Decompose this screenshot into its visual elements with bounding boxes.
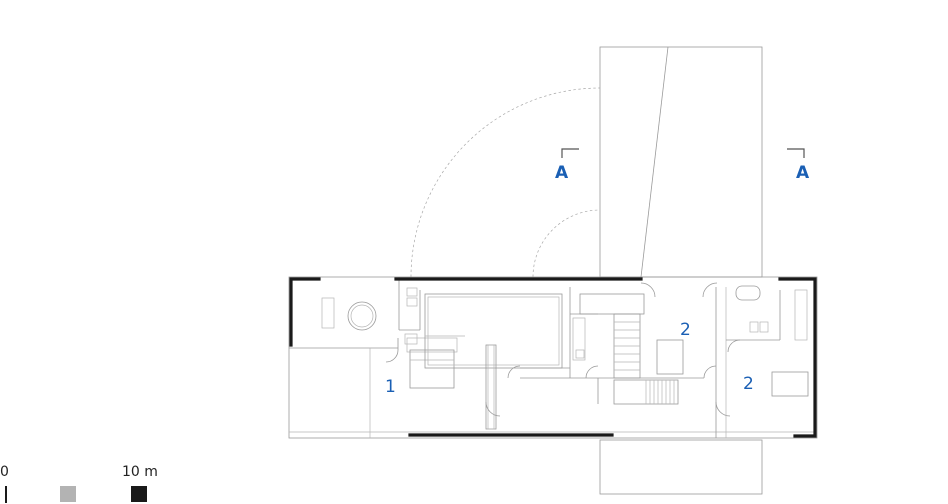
- scale-bar: 0 10 m: [0, 464, 158, 503]
- section-marker-right-label: A: [796, 163, 810, 183]
- scale-tick-start: [5, 486, 7, 503]
- section-marker-left: A: [555, 148, 579, 183]
- room-label-1: 1: [385, 377, 396, 397]
- section-marker-right: A: [787, 148, 810, 183]
- scale-end-label: 10 m: [122, 464, 158, 480]
- scale-start-label: 0: [0, 464, 9, 480]
- section-marker-left-label: A: [555, 163, 569, 183]
- room-label-2-right: 2: [743, 374, 754, 394]
- interior-walls: [321, 277, 809, 438]
- stair-treads: [614, 321, 640, 371]
- stair-treads-lower: [645, 380, 675, 404]
- dashed-arcs: [410, 87, 601, 278]
- scale-block-mid: [60, 486, 76, 502]
- scale-block-end: [131, 486, 147, 502]
- structural-walls: [289, 277, 817, 438]
- vertical-band: [599, 46, 763, 495]
- room-label-2-center: 2: [680, 320, 691, 340]
- building-outline: [288, 276, 818, 439]
